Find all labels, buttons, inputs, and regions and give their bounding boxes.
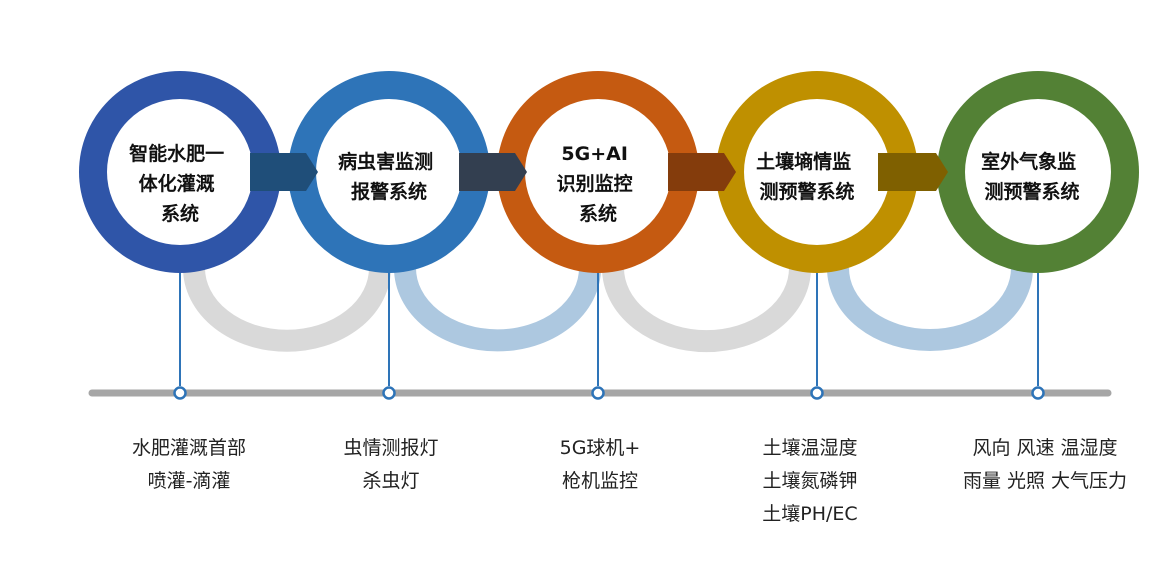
connector-arrows [250,153,948,191]
arrow-connector-4 [878,153,948,191]
caption-line: 土壤温湿度 [762,437,858,459]
system-caption-2: 虫情测报灯 杀虫灯 [286,432,496,498]
arc-gray-1 [183,267,391,352]
system-caption-1: 水肥灌溉首部 喷灌-滴灌 [84,432,294,498]
timeline-marker-3 [591,386,605,400]
arrow-connector-3 [668,153,736,191]
system-caption-3: 5G球机+ 枪机监控 [495,432,705,498]
ring-1-inner [107,99,253,245]
caption-line: 土壤PH/EC [762,503,858,525]
connecting-arcs [183,267,1033,353]
system-title-3: 5G+AI 识别监控 系统 [557,143,640,225]
caption-line: 风向 风速 温湿度 [972,437,1118,459]
system-caption-4: 土壤温湿度 土壤氮磷钾 土壤PH/EC [705,432,915,531]
arc-blue-2 [827,267,1033,351]
system-title-1: 智能水肥一 体化灌溉 系统 [129,142,231,225]
ring-4-inner [744,99,890,245]
caption-line: 水肥灌溉首部 [131,437,246,459]
system-rings [79,71,1139,273]
system-caption-5: 风向 风速 温湿度 雨量 光照 大气压力 [940,432,1150,498]
caption-line: 土壤氮磷钾 [762,470,858,492]
timeline-stems [173,272,1045,400]
arrow-connector-1 [250,153,318,191]
timeline-marker-5 [1031,386,1045,400]
caption-line: 虫情测报灯 [343,437,439,459]
timeline-marker-1 [173,386,187,400]
ring-2-inner [316,99,462,245]
caption-line: 5G球机+ [559,437,641,459]
caption-line: 雨量 光照 大气压力 [962,470,1128,492]
arc-gray-2 [602,267,811,353]
timeline-marker-2 [382,386,396,400]
arrow-connector-2 [459,153,527,191]
caption-line: 杀虫灯 [362,470,420,492]
ring-5-inner [965,99,1111,245]
timeline-marker-4 [810,386,824,400]
system-title-5: 室外气象监 测预警系统 [981,150,1083,203]
caption-line: 喷灌-滴灌 [147,470,231,492]
ring-3-inner [525,99,671,245]
caption-line: 枪机监控 [561,470,638,492]
system-title-2: 病虫害监测 报警系统 [338,150,440,203]
arc-blue-1 [394,267,601,352]
system-title-4: 土壤墒情监 测预警系统 [756,150,858,203]
system-titles: 智能水肥一 体化灌溉 系统 病虫害监测 报警系统 5G+AI 识别监控 系统 土… [129,142,1083,225]
